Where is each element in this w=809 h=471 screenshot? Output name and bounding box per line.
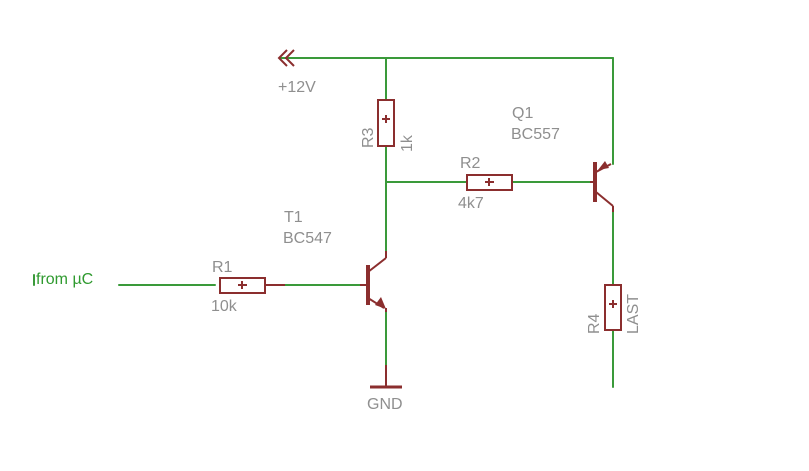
- t1-name: T1: [284, 209, 303, 226]
- q1-name: Q1: [512, 105, 533, 122]
- r1-value: 10k: [211, 298, 238, 315]
- q1-collector-line: [595, 191, 614, 207]
- t1-emitter-arrow: [375, 297, 386, 309]
- t1-transistor: [360, 251, 387, 312]
- r3-value: 1k: [399, 134, 416, 152]
- ground-symbol: [370, 365, 402, 389]
- q1-transistor: [590, 161, 614, 212]
- r2-resistor: [466, 174, 513, 191]
- wires: [33, 57, 614, 388]
- r1-name: R1: [212, 259, 233, 276]
- supply-label: +12V: [278, 79, 316, 96]
- t1-value: BC547: [283, 230, 332, 247]
- r2-body: [466, 174, 513, 191]
- r4-name: R4: [586, 313, 603, 334]
- q1-emitter-arrow: [598, 161, 609, 170]
- r3-name: R3: [360, 127, 377, 148]
- r3-body: [377, 99, 395, 147]
- input-label: from µC: [36, 271, 93, 288]
- supply-arrow-inner: [284, 49, 295, 67]
- r4-body: [604, 284, 622, 331]
- r3-resistor: [377, 99, 395, 147]
- r4-resistor: [604, 284, 622, 331]
- supply-symbol: [277, 49, 295, 67]
- r2-name: R2: [460, 155, 481, 172]
- t1-collector-line: [367, 257, 387, 273]
- r4-value: LAST: [625, 294, 642, 334]
- r2-value: 4k7: [458, 195, 484, 212]
- ground-label: GND: [367, 396, 403, 413]
- q1-value: BC557: [511, 126, 560, 143]
- supply-arrow-outer: [277, 49, 288, 67]
- r1-resistor: [219, 277, 285, 294]
